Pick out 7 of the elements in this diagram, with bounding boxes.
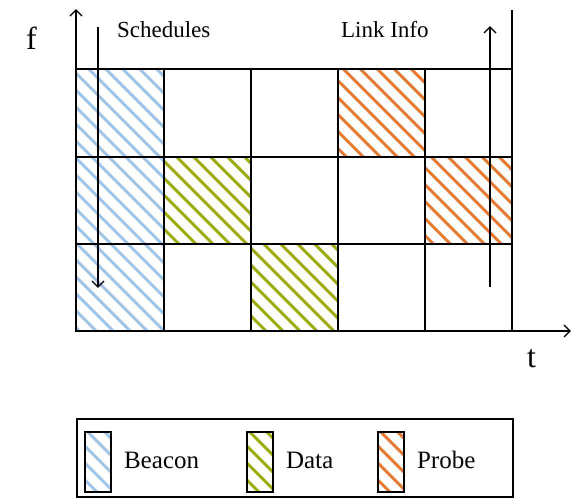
legend-label: Data xyxy=(286,448,334,473)
legend-label: Beacon xyxy=(124,448,199,473)
axis-label: f xyxy=(26,22,37,54)
legend-label: Probe xyxy=(417,448,476,473)
axis-label: t xyxy=(527,340,536,372)
arrow-label: Link Info xyxy=(341,18,429,41)
arrow-label: Schedules xyxy=(117,18,210,41)
